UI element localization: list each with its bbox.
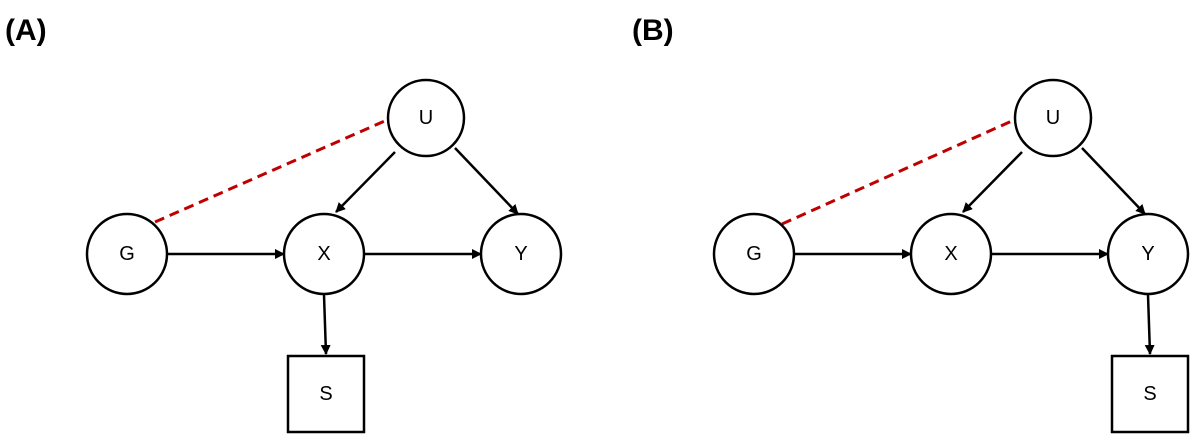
edge-u-x — [962, 151, 1023, 213]
svg-text:S: S — [1143, 383, 1156, 405]
panel-a: (A) U G X Y S — [5, 14, 563, 434]
edge-x-s — [320, 294, 331, 355]
svg-text:Y: Y — [1141, 243, 1154, 265]
node-x — [909, 212, 993, 296]
node-x — [282, 212, 366, 296]
node-y — [1106, 212, 1190, 296]
panel-a-label: (A) — [5, 14, 47, 47]
svg-text:U: U — [419, 107, 433, 129]
edge-u-y — [1081, 147, 1146, 215]
node-s — [286, 354, 366, 434]
node-y — [479, 212, 563, 296]
panel-b: (B) U G X Y S — [632, 14, 1190, 434]
edge-y-s — [1144, 294, 1155, 355]
edge-g-u — [154, 118, 388, 224]
edge-u-y — [454, 147, 519, 215]
node-u — [1013, 78, 1093, 158]
svg-text:G: G — [119, 243, 135, 265]
svg-text:G: G — [746, 243, 762, 265]
svg-text:U: U — [1046, 107, 1060, 129]
edge-u-x — [335, 151, 396, 213]
svg-text:X: X — [944, 243, 957, 265]
svg-text:S: S — [319, 383, 332, 405]
svg-text:X: X — [317, 243, 330, 265]
node-u — [386, 78, 466, 158]
node-g — [85, 212, 169, 296]
svg-text:Y: Y — [514, 243, 527, 265]
node-g — [712, 212, 796, 296]
node-s — [1110, 354, 1190, 434]
panel-b-label: (B) — [632, 14, 674, 47]
edge-g-u — [781, 118, 1015, 226]
